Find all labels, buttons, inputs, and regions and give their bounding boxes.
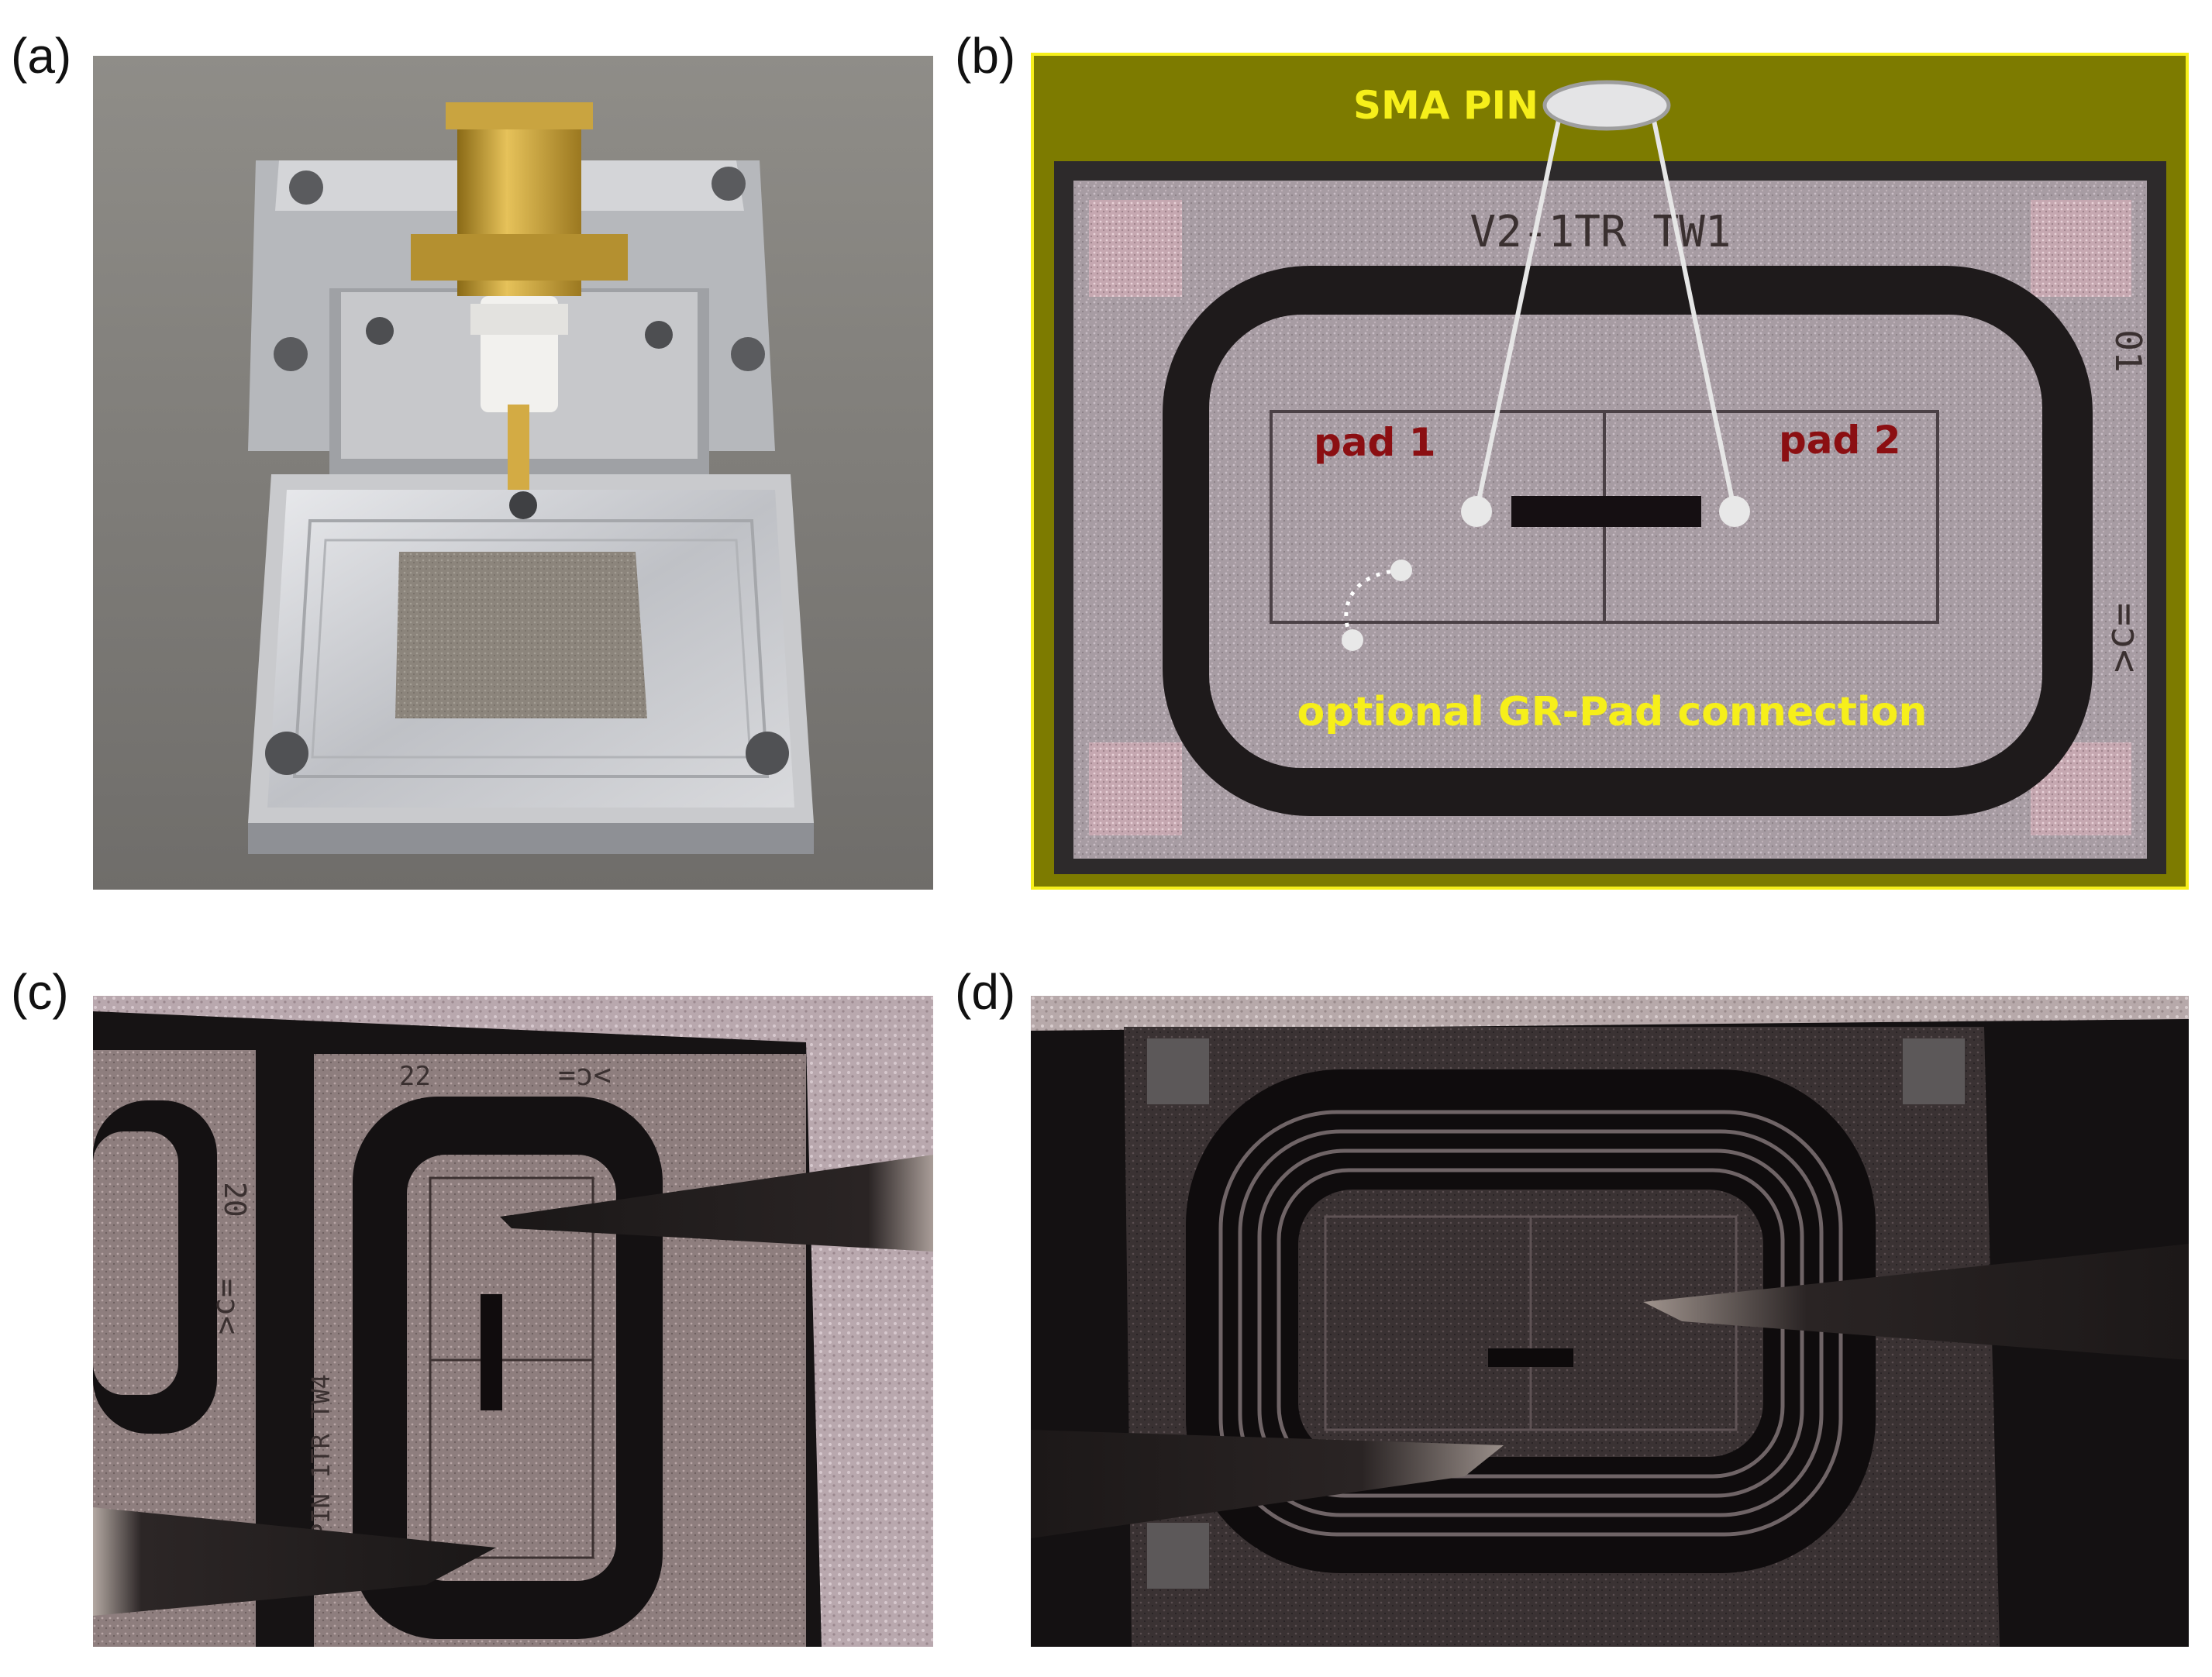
central-slit	[481, 1294, 502, 1410]
probe-needle-upper	[500, 1155, 933, 1252]
panel-label-a: (a)	[11, 28, 72, 84]
corner-pad	[1903, 1038, 1965, 1104]
corner-pad	[1089, 742, 1182, 835]
bond-point-pad2	[1719, 496, 1750, 527]
panel-label-d: (d)	[955, 964, 1016, 1020]
corner-pad	[2031, 200, 2131, 297]
chip-number-text: 01	[2107, 329, 2149, 372]
chip-number-right: 22	[399, 1061, 431, 1092]
bond-wire-pad1	[1474, 105, 1564, 512]
pad1-label: pad 1	[1314, 420, 1436, 465]
corner-pad	[1147, 1038, 1209, 1104]
central-slit	[1511, 496, 1701, 527]
chip-id-text: PIN 1TR TW4	[306, 1374, 336, 1538]
bond-wire-pad2	[1649, 105, 1737, 512]
sma-pin-ellipse	[1542, 80, 1671, 131]
panel-label-c: (c)	[11, 964, 69, 1020]
photo-probed-chip-d	[1031, 996, 2189, 1647]
chip-id-text: V2-1TR TW1	[1469, 207, 1731, 257]
chip-number-left: 20	[218, 1182, 252, 1217]
gr-connection-label: optional GR-Pad connection	[1297, 689, 1928, 735]
central-slit	[1488, 1348, 1573, 1367]
panel-label-b: (b)	[955, 28, 1016, 84]
gr-bond-point-top	[1390, 560, 1412, 581]
logo-mark-left: =ɔ<	[209, 1279, 245, 1334]
corner-pad	[1089, 200, 1182, 297]
corner-pad	[1147, 1523, 1209, 1589]
photo-sma-fixture	[93, 56, 933, 890]
chip-logo-mark: =ɔ<	[2103, 603, 2148, 673]
photo-probed-chip-c: 20 =ɔ< 22 =ɔ< PIN 1TR TW4	[93, 996, 933, 1647]
bond-point-pad1	[1461, 496, 1492, 527]
probe-needle-lower	[93, 1507, 496, 1616]
pad2-label: pad 2	[1779, 418, 1901, 463]
chip-micrograph-annotated: V2-1TR TW1 01 =ɔ< SMA PIN pad 1 pad 2 op…	[1031, 53, 2189, 890]
sma-pin-label: SMA PIN	[1353, 83, 1538, 128]
logo-mark-right: =ɔ<	[558, 1058, 612, 1092]
gr-bond-point-bottom	[1342, 629, 1363, 651]
probe-needle-right	[1643, 1244, 2189, 1360]
probe-needle-left	[1031, 1430, 1504, 1538]
